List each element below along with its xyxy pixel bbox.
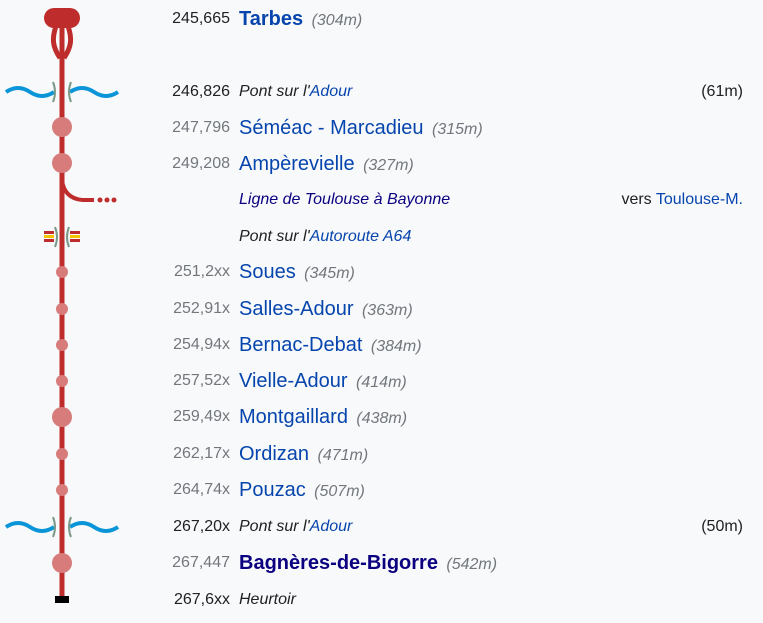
station-link-vielle-adour[interactable]: Vielle-Adour [239, 370, 348, 392]
station-entry: Vielle-Adour (414m) [239, 363, 407, 401]
altitude: (542m) [446, 556, 498, 573]
buffer-stop-icon [55, 596, 69, 603]
km-value: 251,2xx [173, 263, 230, 280]
station-link-montgaillard[interactable]: Montgaillard [239, 406, 348, 428]
altitude: (384m) [370, 338, 422, 355]
station-link-semeac[interactable]: Séméac - Marcadieu [239, 117, 424, 139]
bridge-adour-2-icon [4, 516, 120, 538]
km-value: 262,17x [173, 445, 230, 462]
stop-semeac-icon [52, 117, 72, 137]
station-link-tarbes[interactable]: Tarbes [239, 8, 304, 30]
station-link-amperevielle[interactable]: Ampèrevielle [239, 153, 355, 175]
row-salles-adour: 252,91x Salles-Adour (363m) [0, 291, 763, 327]
stop-vielle-adour-icon [56, 375, 68, 387]
stop-salles-adour-icon [56, 303, 68, 315]
altitude: (471m) [317, 447, 369, 464]
row-ordizan: 262,17x Ordizan (471m) [0, 436, 763, 472]
station-link-bagneres[interactable]: Bagnères-de-Bigorre [239, 552, 438, 574]
direction-prefix: vers [621, 191, 656, 208]
altitude: (327m) [363, 157, 414, 174]
station-entry: Ampèrevielle (327m) [239, 146, 414, 184]
link-autoroute-a64[interactable]: Autoroute A64 [309, 228, 412, 245]
km-value: 267,20x [173, 518, 230, 535]
km-value: 252,91x [173, 300, 230, 317]
buffer-stop-label: Heurtoir [239, 591, 296, 608]
route-diagram [4, 8, 120, 603]
bridge-prefix: Pont sur l' [239, 518, 310, 535]
link-adour[interactable]: Adour [309, 518, 353, 535]
bridge-length: (50m) [701, 518, 743, 535]
track-split-left [50, 25, 63, 60]
branch-toulouse-icon [60, 179, 117, 203]
row-tarbes: 245,665 Tarbes (304m) [0, 1, 763, 37]
altitude: (414m) [356, 374, 407, 391]
row-bridge-motorway: Pont sur l'Autoroute A64 [0, 219, 763, 255]
station-link-pouzac[interactable]: Pouzac [239, 479, 306, 501]
km-value: 245,665 [172, 10, 230, 27]
branch-direction: vers Toulouse-M. [621, 182, 743, 218]
altitude: (345m) [304, 265, 355, 282]
station-entry: Pouzac (507m) [239, 472, 365, 510]
link-ligne-toulouse-bayonne[interactable]: Ligne de Toulouse à Bayonne [239, 191, 451, 208]
station-link-bernac-debat[interactable]: Bernac-Debat [239, 334, 363, 356]
km-value: 259,49x [173, 408, 230, 425]
station-link-ordizan[interactable]: Ordizan [239, 443, 310, 465]
altitude: (363m) [361, 302, 413, 319]
bridge-note: Pont sur l'Adour [239, 509, 352, 545]
station-entry: Bernac-Debat (384m) [239, 327, 422, 365]
km-value: 247,796 [172, 119, 230, 136]
stop-pouzac-icon [56, 484, 68, 496]
link-toulouse[interactable]: Toulouse-M. [655, 191, 743, 208]
row-semeac: 247,796 Séméac - Marcadieu (315m) [0, 110, 763, 146]
km-value: 267,447 [172, 554, 230, 571]
station-entry: Salles-Adour (363m) [239, 291, 413, 329]
km-value: 264,74x [173, 481, 230, 498]
stop-bernac-debat-icon [56, 339, 68, 351]
km-value: 257,52x [173, 372, 230, 389]
km-value: 249,208 [172, 155, 230, 172]
altitude: (438m) [356, 410, 408, 427]
row-amperevielle: 249,208 Ampèrevielle (327m) [0, 146, 763, 182]
row-bernac-debat: 254,94x Bernac-Debat (384m) [0, 327, 763, 363]
station-entry: Ordizan (471m) [239, 436, 368, 474]
km-value: 246,826 [172, 83, 230, 100]
row-bagneres: 267,447 Bagnères-de-Bigorre (542m) [0, 545, 763, 581]
row-pouzac: 264,74x Pouzac (507m) [0, 472, 763, 508]
stop-montgaillard-icon [52, 407, 72, 427]
altitude: (315m) [431, 121, 483, 138]
bridge-motorway-icon [44, 226, 80, 248]
bridge-length: (61m) [701, 83, 743, 100]
stop-soues-icon [56, 266, 68, 278]
stop-bagneres-icon [52, 553, 72, 573]
row-vielle-adour: 257,52x Vielle-Adour (414m) [0, 363, 763, 399]
station-link-soues[interactable]: Soues [239, 261, 296, 283]
track-split-right [61, 25, 74, 60]
row-bridge-adour: 246,826 Pont sur l'Adour (61m) [0, 74, 763, 110]
bridge-adour-icon [4, 81, 120, 103]
station-entry: Séméac - Marcadieu (315m) [239, 110, 483, 148]
bridge-prefix: Pont sur l' [239, 228, 310, 245]
station-entry: Bagnères-de-Bigorre (542m) [239, 545, 497, 583]
bridge-prefix: Pont sur l' [239, 83, 310, 100]
bridge-note: Pont sur l'Autoroute A64 [239, 219, 411, 255]
km-value: 267,6xx [173, 591, 230, 608]
link-adour[interactable]: Adour [309, 83, 353, 100]
altitude: (507m) [314, 483, 365, 500]
bridge-note: Pont sur l'Adour [239, 74, 352, 110]
km-value: 254,94x [173, 336, 230, 353]
row-bridge-adour-2: 267,20x Pont sur l'Adour (50m) [0, 509, 763, 545]
stop-ordizan-icon [56, 448, 68, 460]
station-entry: Tarbes (304m) [239, 1, 362, 39]
station-entry: Soues (345m) [239, 254, 355, 292]
altitude: (304m) [311, 12, 363, 29]
stop-amperevielle-icon [52, 153, 72, 173]
row-soues: 251,2xx Soues (345m) [0, 254, 763, 290]
station-entry: Montgaillard (438m) [239, 399, 407, 437]
row-heurtoir: 267,6xx Heurtoir [0, 582, 763, 618]
station-link-salles-adour[interactable]: Salles-Adour [239, 298, 354, 320]
row-branch-line: Ligne de Toulouse à Bayonne vers Toulous… [0, 182, 763, 218]
station-tarbes-marker [44, 8, 80, 28]
row-montgaillard: 259,49x Montgaillard (438m) [0, 399, 763, 435]
